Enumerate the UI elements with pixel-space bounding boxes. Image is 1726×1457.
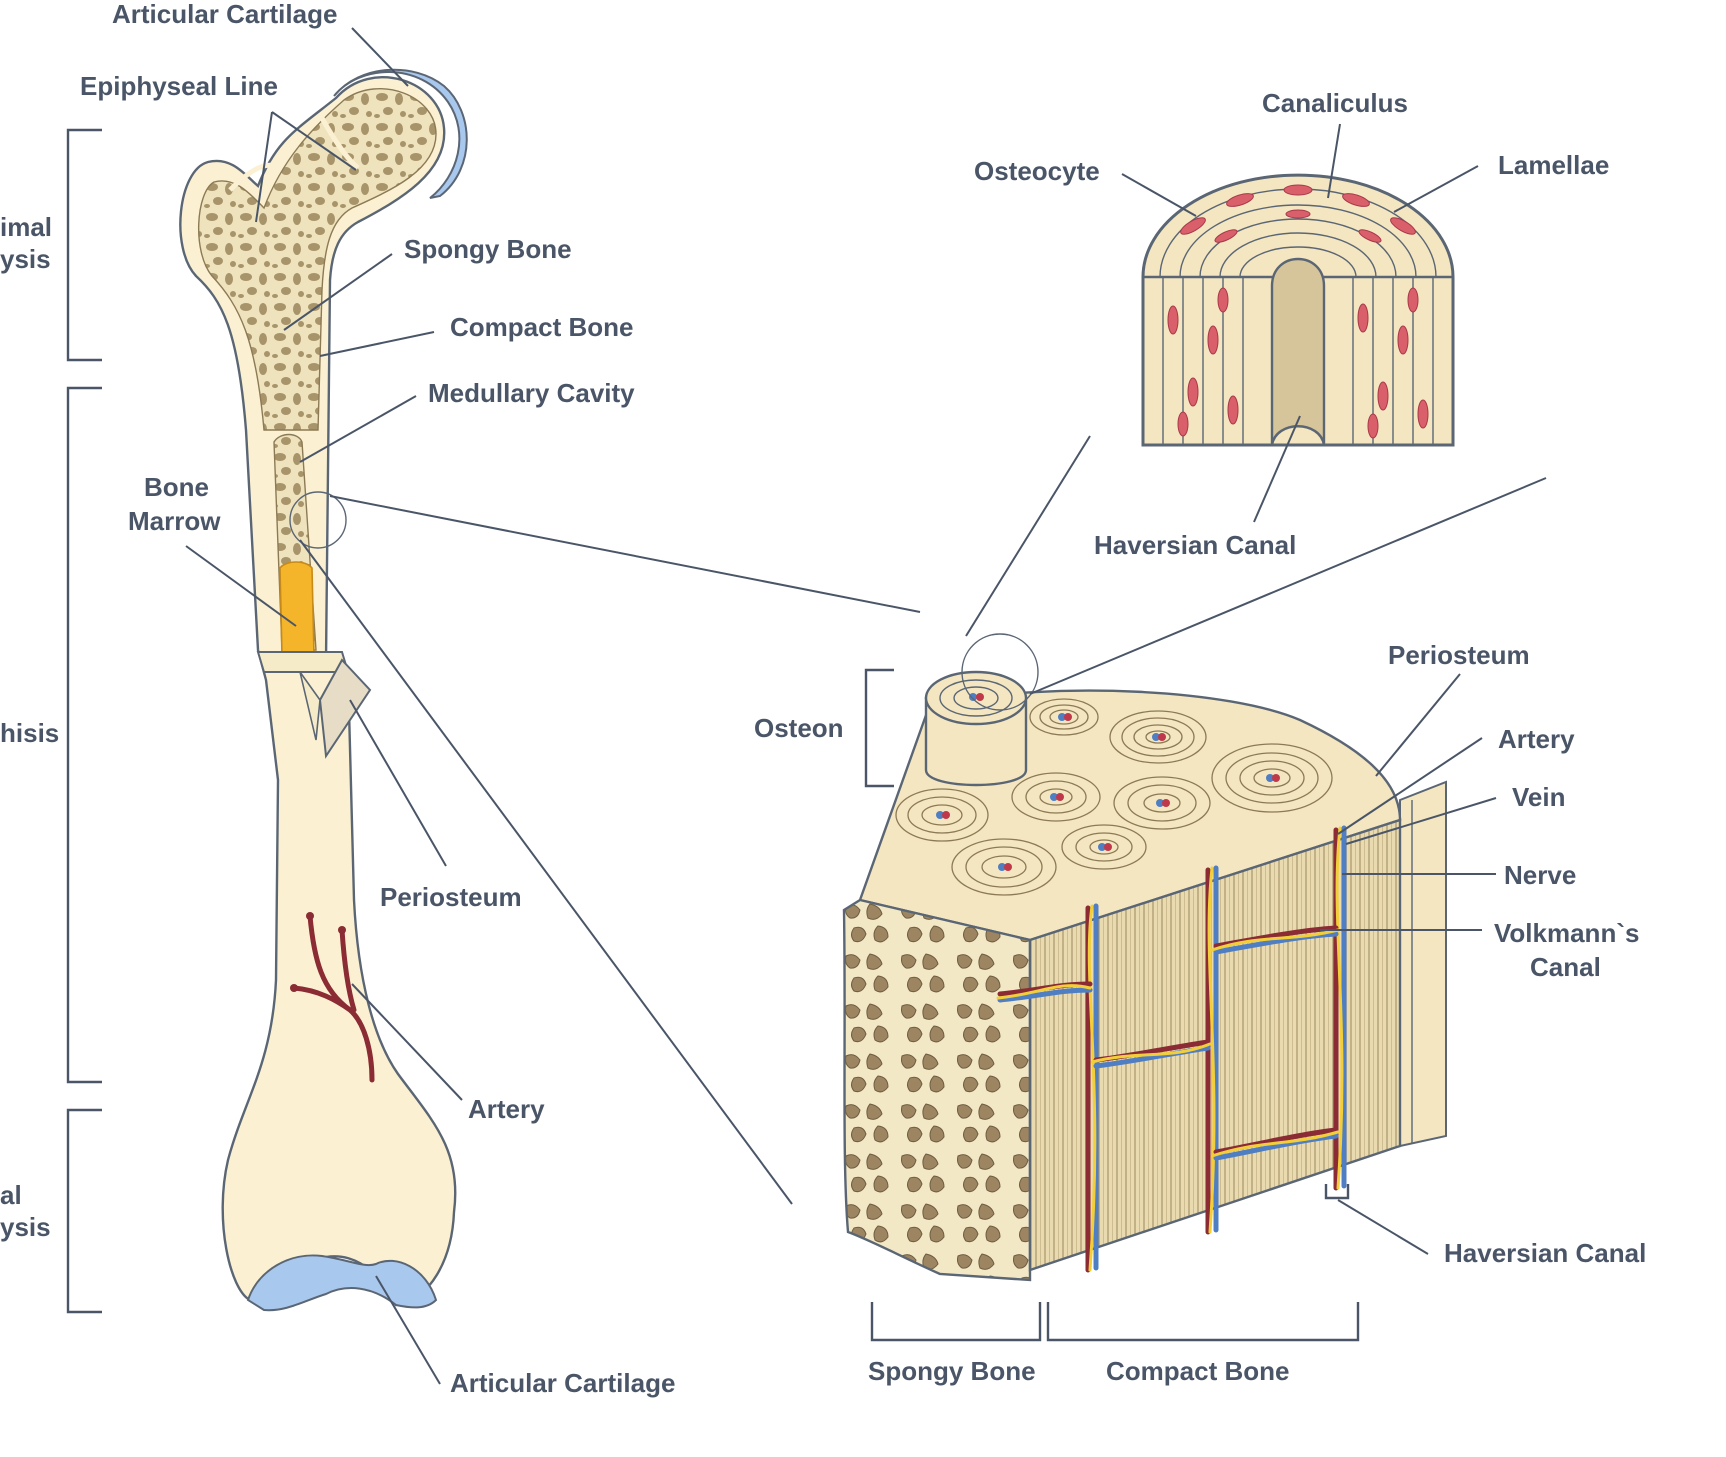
haversian-vessels: [996, 825, 1347, 1273]
label-proximal-epiphysis-2: ysis: [0, 244, 51, 274]
articular-cartilage-top-shape: [333, 68, 468, 199]
label-artery-right: Artery: [1498, 724, 1575, 754]
long-bone-illustration: [179, 68, 468, 1312]
labels: Articular Cartilage Epiphyseal Line imal…: [0, 0, 1646, 1398]
label-distal-epiphysis-1: al: [0, 1180, 22, 1210]
label-volkmann-2: Canal: [1530, 952, 1601, 982]
label-haversian-canal-bottom: Haversian Canal: [1444, 1238, 1646, 1268]
osteon-section-illustration: [1141, 173, 1455, 447]
magnify-circle-bone: [289, 491, 347, 549]
zoom-lines-osteon: [965, 435, 1547, 695]
label-compact-bone-bottom: Compact Bone: [1106, 1356, 1289, 1386]
label-periosteum-left: Periosteum: [380, 882, 522, 912]
spongy-bone-side: [842, 898, 1032, 1282]
label-spongy-bone-bottom: Spongy Bone: [868, 1356, 1036, 1386]
label-distal-epiphysis-2: ysis: [0, 1212, 51, 1242]
label-proximal-epiphysis-1: imal: [0, 212, 52, 242]
label-articular-cartilage-top: Articular Cartilage: [112, 0, 337, 29]
bone-marrow-shape: [279, 561, 315, 663]
periosteum-sheet: [1399, 780, 1447, 1148]
right-brackets: [864, 668, 1360, 1342]
label-artery-left: Artery: [468, 1094, 545, 1124]
label-nerve: Nerve: [1504, 860, 1576, 890]
label-canaliculus: Canaliculus: [1262, 88, 1408, 118]
osteocyte-cells: [1167, 184, 1429, 439]
zoom-lines: [299, 495, 921, 1205]
left-brackets: [66, 128, 102, 1314]
nutrient-artery: [291, 913, 375, 1083]
label-lamellae: Lamellae: [1498, 150, 1609, 180]
compact-bone-block: [842, 633, 1447, 1282]
label-osteon: Osteon: [754, 713, 844, 743]
label-compact-bone-left: Compact Bone: [450, 312, 633, 342]
cut-section-face: [256, 651, 350, 673]
label-periosteum-right: Periosteum: [1388, 640, 1530, 670]
label-medullary-cavity: Medullary Cavity: [428, 378, 635, 408]
label-osteocyte: Osteocyte: [974, 156, 1100, 186]
magnify-circle-osteon: [961, 633, 1039, 711]
label-articular-cartilage-bottom: Articular Cartilage: [450, 1368, 675, 1398]
osteon-vessels: [936, 713, 1280, 871]
label-diaphysis: hisis: [0, 718, 59, 748]
periosteum-flap-inner: [299, 671, 321, 741]
leader-lines: [185, 27, 1497, 1385]
label-volkmann-1: Volkmann`s: [1494, 918, 1639, 948]
periosteum-flap: [318, 658, 372, 759]
proximal-spongy-region: [197, 88, 437, 431]
label-bone-marrow-2: Marrow: [128, 506, 221, 536]
label-vein: Vein: [1512, 782, 1565, 812]
label-spongy-bone-left: Spongy Bone: [404, 234, 572, 264]
label-epiphyseal-line: Epiphyseal Line: [80, 71, 278, 101]
label-haversian-canal-top: Haversian Canal: [1094, 530, 1296, 560]
osteon-cylinder: [924, 670, 1028, 787]
label-bone-marrow-1: Bone: [144, 472, 209, 502]
haversian-canal-dome: [1270, 257, 1326, 446]
epiphyseal-line-curve: [228, 116, 360, 192]
